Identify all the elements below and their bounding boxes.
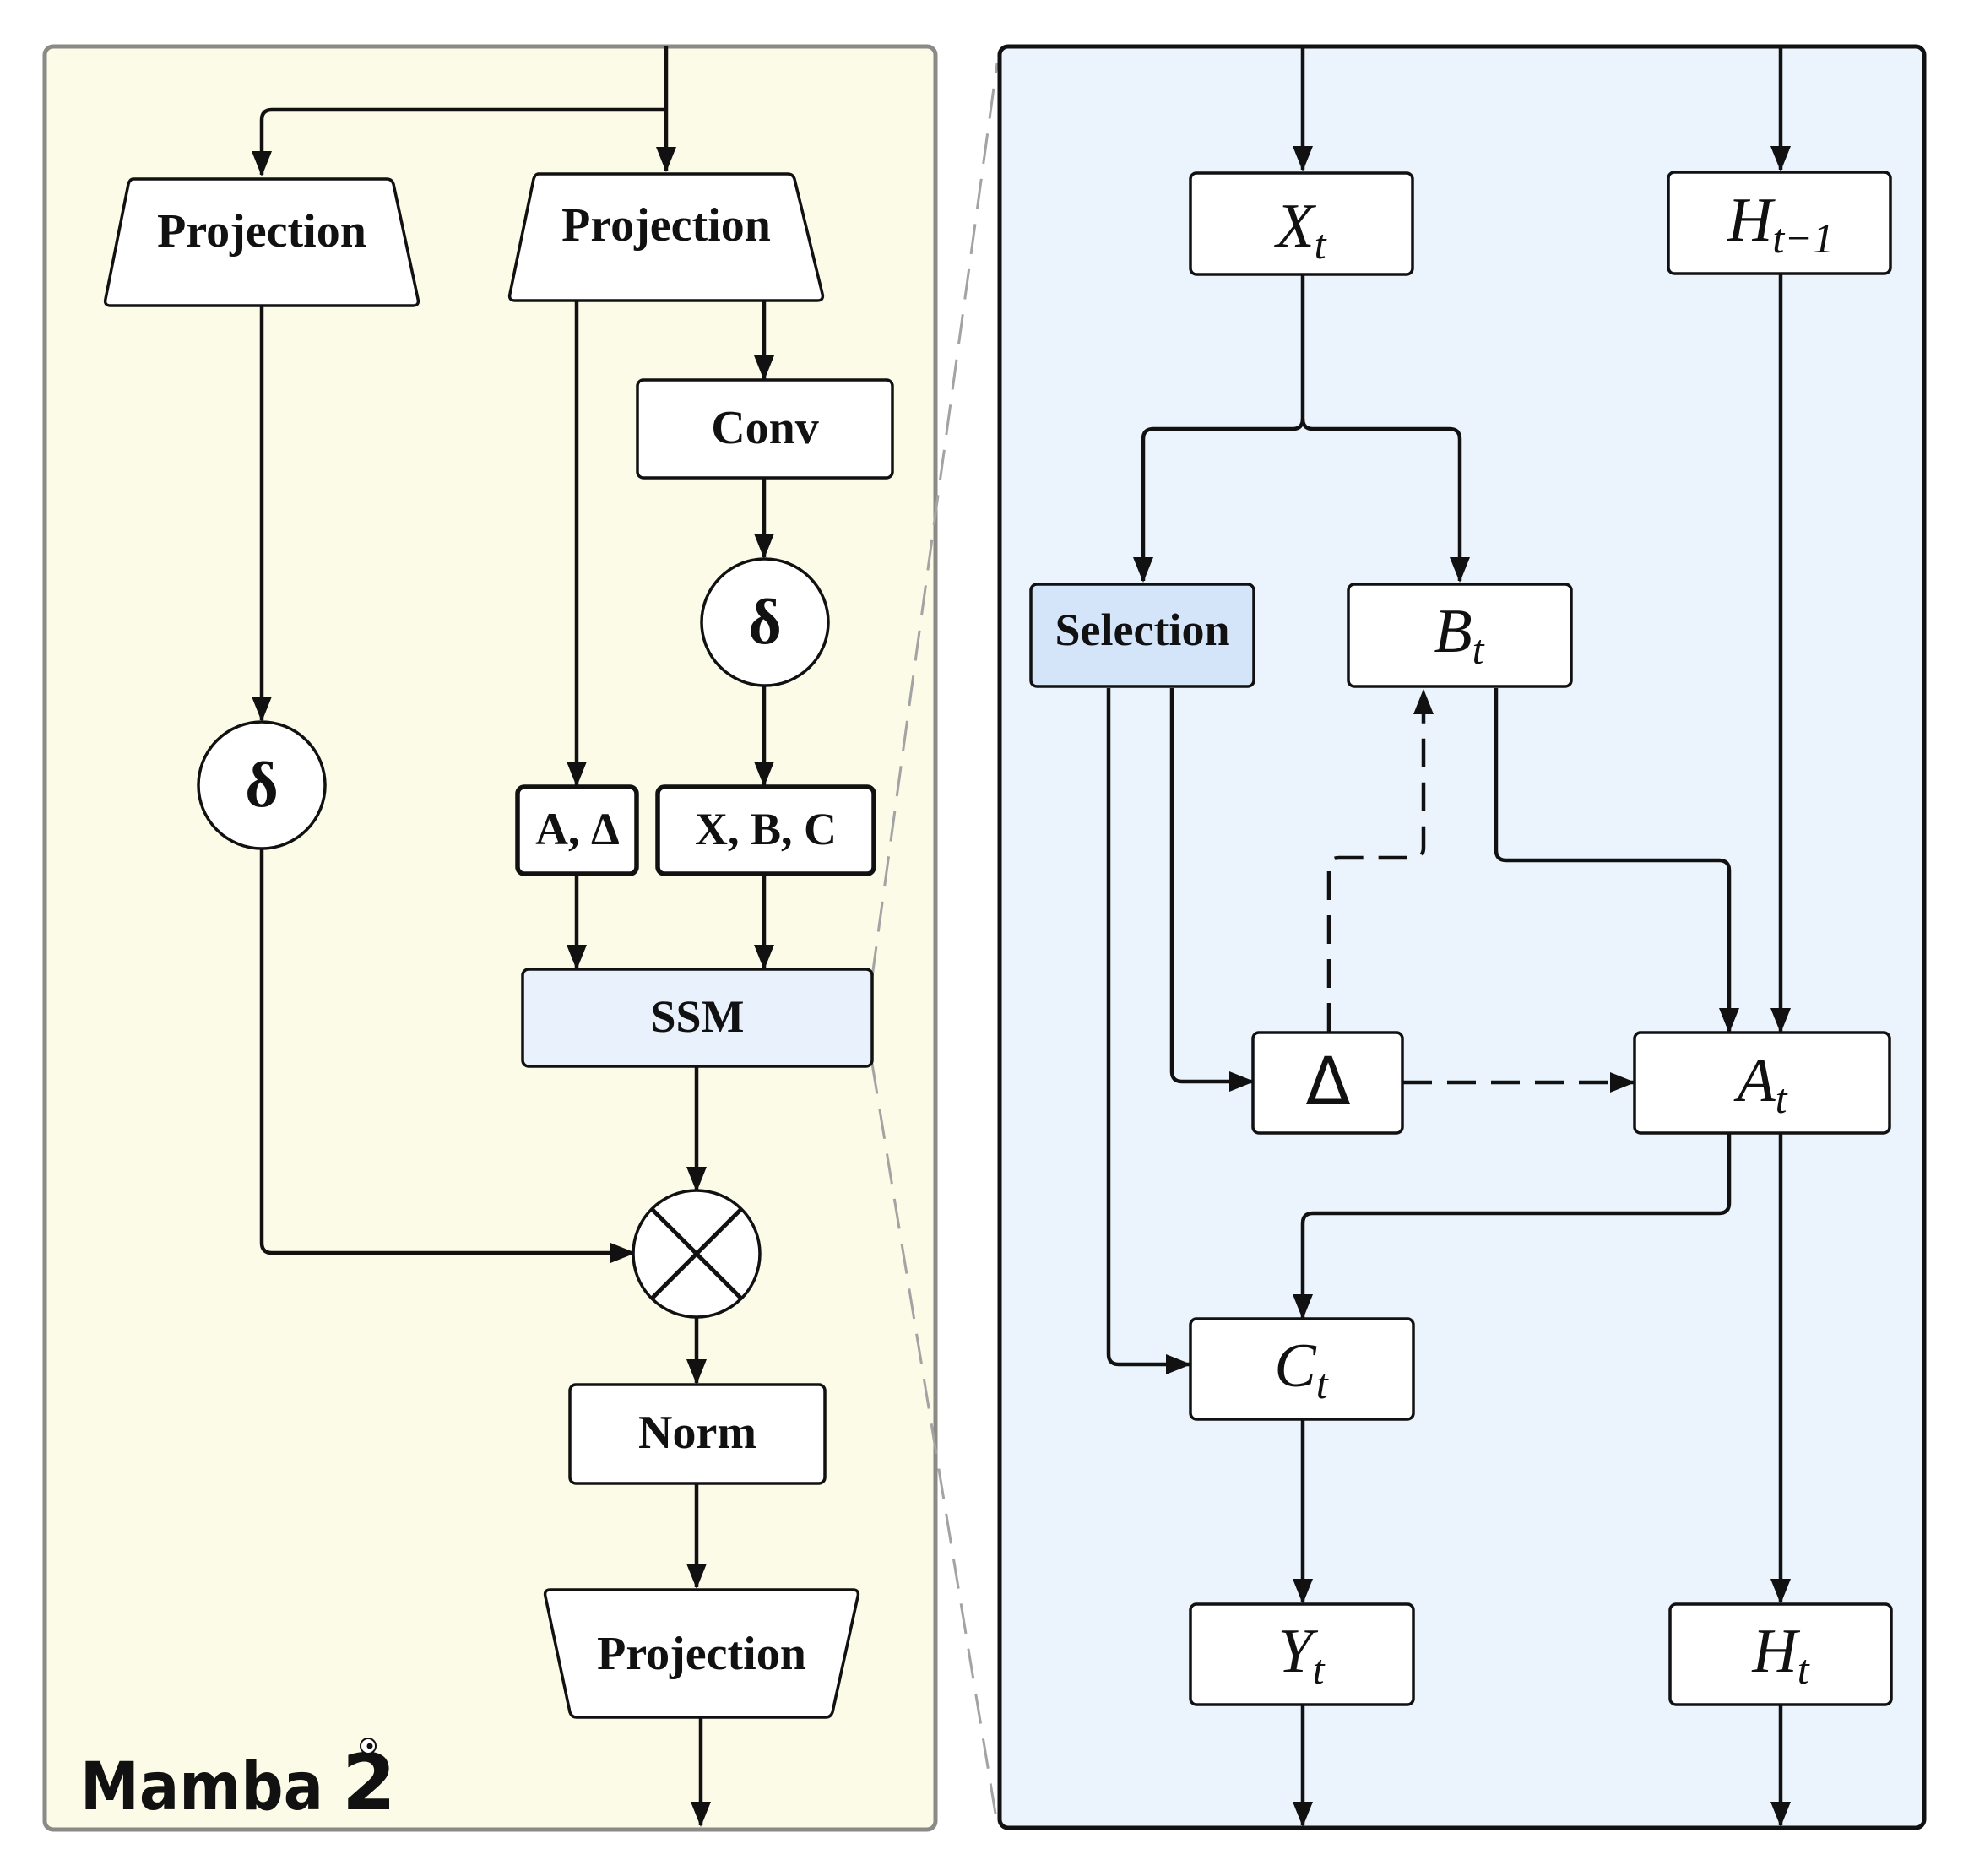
a-t-node: At bbox=[1633, 1031, 1891, 1135]
left-edges bbox=[252, 46, 774, 1827]
projection-out-node: Projection bbox=[543, 1588, 860, 1719]
norm-label: Norm bbox=[638, 1407, 756, 1459]
x-t-node: Xt bbox=[1189, 171, 1414, 276]
delta-label: Δ bbox=[1305, 1044, 1350, 1120]
norm-node: Norm bbox=[568, 1383, 827, 1485]
ssm-node: SSM bbox=[521, 968, 874, 1068]
b-t-node: Bt bbox=[1347, 583, 1573, 688]
projection-right-node: Projection bbox=[507, 172, 825, 302]
selection-label: Selection bbox=[1055, 605, 1230, 655]
a-delta-label: A, Δ bbox=[535, 804, 620, 854]
xbc-label: X, B, C bbox=[695, 804, 837, 854]
right-edges bbox=[1106, 46, 1791, 1827]
projection-left-node: Projection bbox=[103, 177, 420, 307]
a-delta-node: A, Δ bbox=[515, 784, 639, 876]
conv-node: Conv bbox=[636, 378, 894, 480]
h-prev-label: Ht−1 bbox=[1727, 186, 1834, 262]
y-t-node: Yt bbox=[1189, 1602, 1415, 1706]
mamba2-logo: Mamba 2 bbox=[80, 1738, 396, 1828]
ssm-label: SSM bbox=[650, 991, 744, 1042]
b-t-label: Bt bbox=[1434, 597, 1484, 673]
left-panel bbox=[42, 44, 938, 1832]
h-prev-node: Ht−1 bbox=[1667, 171, 1892, 275]
projection-out-label: Projection bbox=[597, 1628, 806, 1680]
activation-left-label: δ bbox=[245, 750, 278, 821]
x-t-label: Xt bbox=[1273, 192, 1326, 268]
activation-right-node: δ bbox=[700, 557, 830, 687]
activation-left-node: δ bbox=[197, 720, 327, 850]
c-t-node: Ct bbox=[1189, 1317, 1415, 1421]
logo-text: Mamba bbox=[80, 1749, 323, 1825]
projection-left-label: Projection bbox=[157, 205, 366, 258]
snake-icon bbox=[360, 1738, 377, 1754]
zoom-guide-bottom bbox=[870, 1063, 999, 1824]
activation-right-label: δ bbox=[748, 587, 781, 658]
delta-node: Δ bbox=[1251, 1031, 1404, 1135]
c-t-label: Ct bbox=[1274, 1331, 1328, 1407]
a-t-label: At bbox=[1733, 1046, 1787, 1122]
selection-node: Selection bbox=[1029, 583, 1255, 688]
h-t-node: Ht bbox=[1668, 1602, 1893, 1706]
circled-times-icon bbox=[632, 1189, 762, 1319]
right-panel bbox=[997, 44, 1927, 1830]
conv-label: Conv bbox=[711, 402, 819, 454]
zoom-guide-top bbox=[870, 62, 999, 978]
h-t-label: Ht bbox=[1751, 1617, 1809, 1693]
projection-right-label: Projection bbox=[561, 199, 771, 252]
xbc-node: X, B, C bbox=[655, 784, 876, 876]
y-t-label: Yt bbox=[1277, 1617, 1325, 1693]
